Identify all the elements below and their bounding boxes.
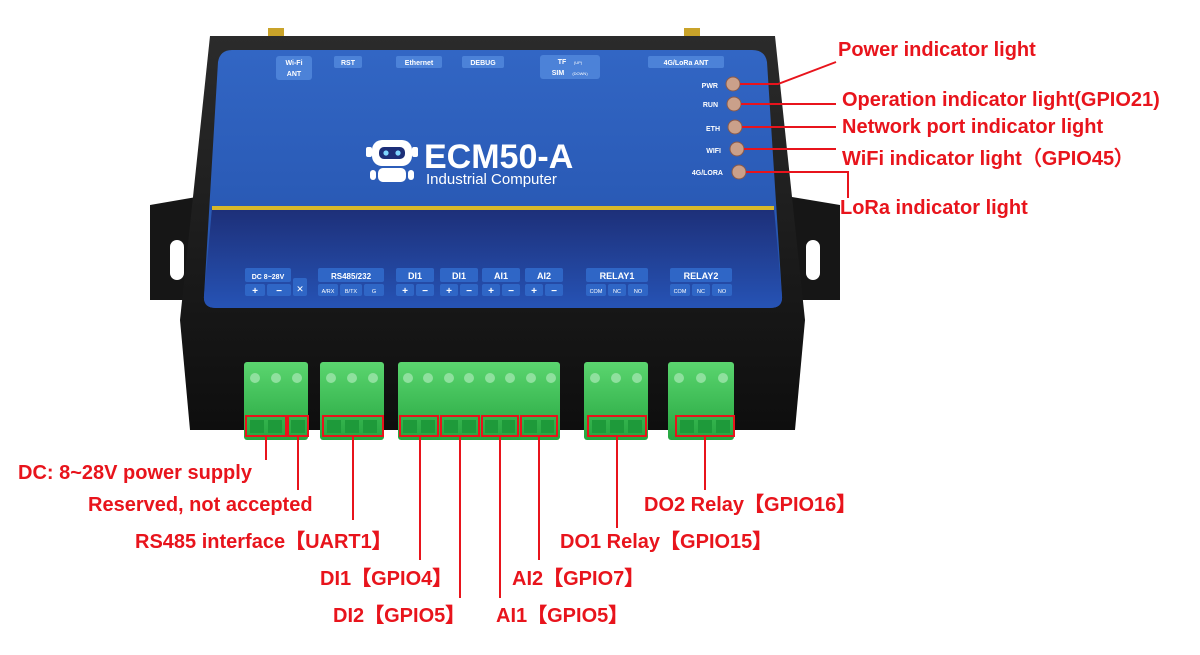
rs485-btx-label: B/TX (345, 289, 358, 295)
rs485-terminal-label: RS485/232 (331, 272, 372, 281)
di1-annotation: DI1【GPIO4】 (320, 568, 453, 590)
wifi-ant-label-line1: Wi-Fi (285, 60, 302, 67)
relay1-terminal-label: RELAY1 (600, 271, 635, 281)
tf-sim-label-box (540, 55, 600, 79)
tf-note-label: (UP) (574, 60, 583, 65)
reserved-x-label: ✕ (296, 284, 304, 294)
di2-terminal-label: DI1 (452, 271, 466, 281)
relay2-no-label: NO (718, 289, 727, 295)
ai2-terminal-label: AI2 (537, 271, 551, 281)
do1-annotation: DO1 Relay【GPIO15】 (560, 531, 773, 553)
rst-label-box (334, 56, 362, 68)
di1-terminal-label: DI1 (408, 271, 422, 281)
di2-plus-label: + (446, 286, 452, 297)
wifi-ant-label-line2: ANT (287, 71, 302, 78)
relay1-com-label: COM (590, 289, 603, 295)
debug-label-box (462, 56, 504, 68)
sim-note-label: (DOWN) (572, 71, 588, 76)
ai2-plus-label: + (531, 286, 537, 297)
leader-lora-led (746, 171, 849, 198)
eth-led-annotation: Network port indicator light (842, 116, 1104, 138)
di2-minus-label: − (466, 286, 472, 297)
di1-minus-label: − (422, 286, 428, 297)
rs485-annotation: RS485 interface【UART1】 (135, 531, 392, 553)
leader-power-led (740, 61, 837, 85)
rs485-arx-label: A/RX (322, 289, 335, 295)
model-subtitle: Industrial Computer (426, 171, 557, 188)
led-label-eth: ETH (706, 126, 720, 133)
led-label-run: RUN (703, 102, 718, 109)
run-led-annotation: Operation indicator light(GPIO21) (842, 89, 1160, 111)
lora-led (731, 164, 747, 180)
tf-label: TF (558, 59, 567, 66)
reserved-annotation: Reserved, not accepted (88, 494, 313, 516)
wifi-led (729, 141, 745, 157)
pwr-led (725, 76, 741, 92)
sim-label: SIM (552, 70, 565, 77)
relay2-com-label: COM (674, 289, 687, 295)
band-accent (212, 206, 774, 210)
di2-annotation: DI2【GPIO5】 (333, 605, 466, 627)
panel-band (203, 208, 783, 308)
rs485-g-label: G (372, 289, 376, 295)
led-label-4g-lora: 4G/LORA (692, 170, 723, 177)
ai1-terminal-label: AI1 (494, 271, 508, 281)
relay2-terminal-label: RELAY2 (684, 271, 719, 281)
relay1-nc-label: NC (613, 289, 621, 295)
lora-led-annotation: LoRa indicator light (840, 197, 1028, 219)
eth-led (727, 119, 743, 135)
model-name: ECM50-A (424, 138, 573, 176)
ant-4g-label-box (648, 56, 724, 68)
ai2-annotation: AI2【GPIO7】 (512, 568, 645, 590)
dc-minus-label: − (276, 286, 282, 297)
relay2-nc-label: NC (697, 289, 705, 295)
rst-label: RST (341, 60, 356, 67)
ethernet-label-box (396, 56, 442, 68)
ai1-plus-label: + (488, 286, 494, 297)
relay1-no-label: NO (634, 289, 643, 295)
ai2-minus-label: − (551, 286, 557, 297)
dc-supply-annotation: DC: 8~28V power supply (18, 462, 252, 484)
run-led (726, 96, 742, 112)
dc-plus-label: + (252, 286, 258, 297)
di1-plus-label: + (402, 286, 408, 297)
do2-annotation: DO2 Relay【GPIO16】 (644, 494, 857, 516)
ant-4g-lora-label: 4G/LoRa ANT (664, 60, 710, 67)
robot-logo-icon (366, 140, 418, 182)
ai1-minus-label: − (508, 286, 514, 297)
terminal-labels (245, 268, 732, 296)
wifi-ant-label-box (276, 56, 312, 80)
led-label-pwr: PWR (702, 83, 718, 90)
ai1-annotation: AI1【GPIO5】 (496, 605, 629, 627)
dc-terminal-label: DC 8~28V (252, 274, 285, 281)
debug-label: DEBUG (470, 60, 496, 67)
led-label-wifi: WIFI (706, 148, 721, 155)
ethernet-label: Ethernet (405, 60, 434, 67)
power-led-annotation: Power indicator light (838, 39, 1036, 61)
wifi-led-annotation: WiFi indicator light（GPIO45） (842, 148, 1135, 170)
